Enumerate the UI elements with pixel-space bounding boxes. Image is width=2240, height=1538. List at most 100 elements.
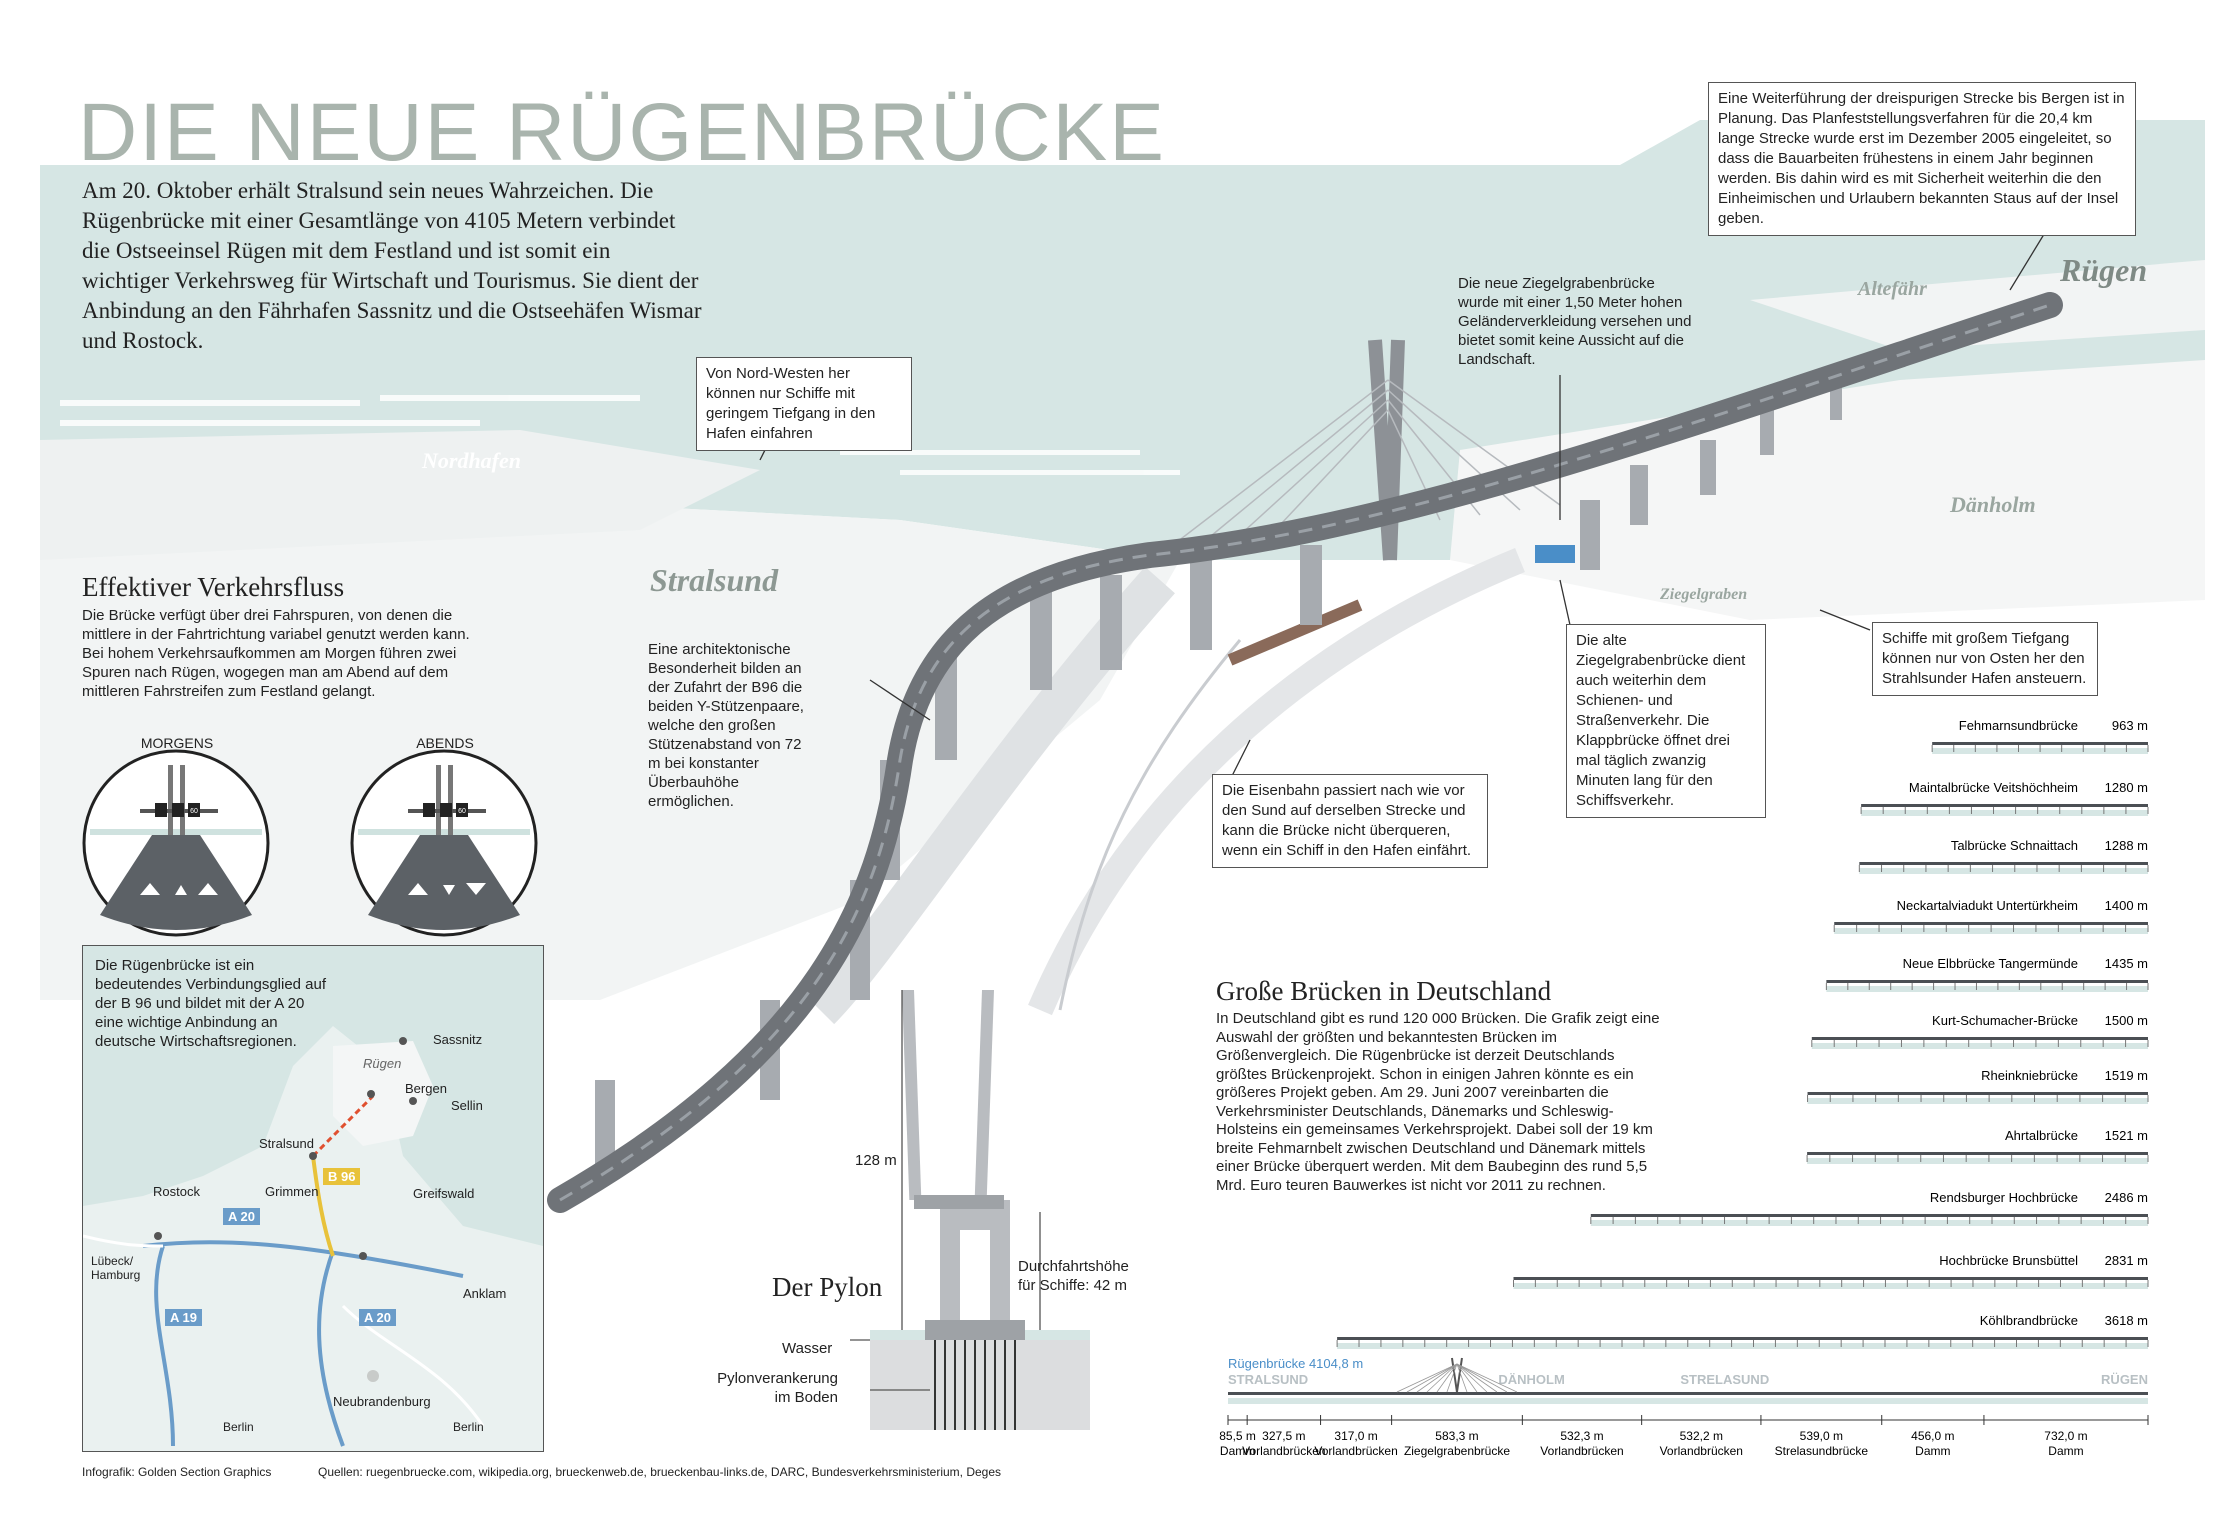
road-b96: [805, 566, 1175, 1025]
callout-ziegelgraben-neu: Die neue Ziegelgrabenbrücke wurde mit ei…: [1458, 275, 1692, 368]
label-abends: ABENDS: [416, 735, 474, 751]
ruegen-segment-name: Damm: [2048, 1444, 2083, 1458]
ruegen-segment-name: Strelasundbrücke: [1775, 1444, 1869, 1458]
bridge-name: Rendsburger Hochbrücke: [1930, 1190, 2078, 1205]
ruegen-segment-name: Ziegelgrabenbrücke: [1404, 1444, 1510, 1458]
map-label-grimmen: Grimmen: [265, 1184, 319, 1199]
bridge-length: 1435 m: [2105, 956, 2148, 971]
harbor-piers: [60, 395, 1180, 475]
shield-a19: A 19: [165, 1309, 202, 1326]
map-label-luebeck: Lübeck/: [91, 1254, 134, 1268]
bridge-length: 2831 m: [2105, 1253, 2148, 1268]
pylon-wasser: Wasser: [782, 1340, 833, 1357]
credit-infografik: Infografik: Golden Section Graphics: [82, 1465, 272, 1479]
ruegen-cable: [1456, 1363, 1498, 1393]
ruegen-segment-length: 539,0 m: [1800, 1429, 1843, 1443]
map-label-berlin-east: Berlin: [453, 1420, 484, 1434]
ruegen-segment-length: 85,5 m: [1219, 1429, 1256, 1443]
bridge-bar: [1807, 1092, 2148, 1095]
ruegen-segment-name: Vorlandbrücken: [1242, 1444, 1325, 1458]
bridge-water: [1811, 1043, 2148, 1049]
bridge-name: Kurt-Schumacher-Brücke: [1932, 1013, 2078, 1028]
bridge-water: [1807, 1098, 2148, 1104]
daenholm-land: [1450, 360, 2205, 620]
map-graphic: [83, 946, 543, 1447]
bridge-name: Fehmarnsundbrücke: [1959, 718, 2078, 733]
ruegen-cable: [1446, 1363, 1458, 1393]
bridge-bar: [1337, 1337, 2148, 1340]
bridge-water: [1337, 1343, 2148, 1349]
bridge-name: Ahrtalbrücke: [2005, 1128, 2078, 1143]
vergleich-heading: Große Brücken in Deutschland: [1216, 976, 1552, 1006]
callout-schiffe: Schiffe mit großem Tiefgang können nur v…: [1872, 622, 2098, 696]
ruegen-cable: [1426, 1363, 1458, 1393]
bridge-name: Hochbrücke Brunsbüttel: [1939, 1253, 2078, 1268]
place-nordhafen: Nordhafen: [422, 448, 522, 473]
bridge-length: 1500 m: [2105, 1013, 2148, 1028]
ruegen-segment-name: Vorlandbrücken: [1540, 1444, 1623, 1458]
map-label-sassnitz: Sassnitz: [433, 1032, 483, 1047]
callout-alte-bruecke: Die alte Ziegelgrabenbrücke dient auch w…: [1566, 624, 1766, 818]
ruegen-cable: [1436, 1363, 1458, 1393]
bridge-bar: [1811, 1037, 2148, 1040]
pylon-anker-1: Pylonverankerung: [717, 1370, 838, 1387]
bridge-water: [1590, 1220, 2148, 1226]
bridge-bar: [1932, 742, 2148, 745]
page-title: DIE NEUE RÜGENBRÜCKE: [78, 87, 1166, 178]
bridge-water: [1861, 810, 2148, 816]
label-morgens: MORGENS: [140, 735, 214, 751]
ruegen-pylon: [1450, 1357, 1458, 1393]
ruegen-segment-length: 532,2 m: [1680, 1429, 1723, 1443]
place-stralsund: Stralsund: [650, 562, 779, 598]
bridge-bar: [1859, 862, 2148, 865]
ruegen-place: STRALSUND: [1228, 1372, 1308, 1387]
intro-text: Am 20. Oktober erhält Stralsund sein neu…: [82, 178, 702, 353]
ruegen-place: DÄNHOLM: [1498, 1372, 1564, 1387]
speed-sign: 60: [190, 808, 198, 815]
shield-a20-south: A 20: [359, 1309, 396, 1326]
verkehr-heading: Effektiver Verkehrsfluss: [82, 572, 345, 602]
ruegen-cable: [1396, 1363, 1458, 1393]
map-label-ruegen: Rügen: [363, 1056, 402, 1071]
overview-map: Die Rügenbrücke ist ein bedeutendes Verb…: [82, 945, 544, 1452]
ruegen-cable: [1456, 1363, 1468, 1393]
abends-diagram: 60: [350, 749, 538, 937]
bridge-length: 1280 m: [2105, 780, 2148, 795]
place-altefaehr: Altefähr: [1858, 278, 1927, 300]
ruegen-cable: [1456, 1363, 1478, 1393]
map-label-stralsund: Stralsund: [259, 1136, 314, 1151]
pylon-durchfahrt-2: für Schiffe: 42 m: [1018, 1277, 1127, 1294]
bridge-water: [1859, 868, 2148, 874]
callout-architektur: Eine architektonische Besonderheit bilde…: [648, 641, 804, 810]
ruegen-cable: [1406, 1363, 1458, 1393]
railway: [1058, 639, 1242, 1011]
ruegen-segment-length: 317,0 m: [1334, 1429, 1377, 1443]
ruegen-label: Rügenbrücke 4104,8 m: [1228, 1356, 1363, 1371]
vergleich-text: In Deutschland gibt es rund 120 000 Brüc…: [1216, 1010, 1660, 1194]
bridge-length: 1521 m: [2105, 1128, 2148, 1143]
ruegen-segment-name: Vorlandbrücken: [1660, 1444, 1743, 1458]
ruegen-segment-name: Vorlandbrücken: [1314, 1444, 1397, 1458]
ruegen-segment-length: 327,5 m: [1262, 1429, 1305, 1443]
ruegen-land: [1750, 260, 2205, 350]
ruegen-cable: [1456, 1363, 1518, 1393]
bridge-bar: [1807, 1152, 2148, 1155]
lane-diagrams: 60 60: [82, 749, 538, 937]
map-label-bergen: Bergen: [405, 1081, 447, 1096]
bridge-bar: [1861, 804, 2148, 807]
bridge-name: Neue Elbbrücke Tangermünde: [1903, 956, 2078, 971]
bridge-water: [1807, 1158, 2148, 1164]
bridge-length: 963 m: [2112, 718, 2148, 733]
shield-a20-north: A 20: [223, 1208, 260, 1225]
ruegen-segment-length: 583,3 m: [1435, 1429, 1478, 1443]
bridge-bar: [1834, 922, 2148, 925]
bridge-length: 1400 m: [2105, 898, 2148, 913]
pylon-durchfahrt-1: Durchfahrtshöhe: [1018, 1258, 1129, 1275]
bridge-bar: [1513, 1277, 2148, 1280]
ruegen-segment-name: Damm: [1915, 1444, 1950, 1458]
ruegen-segment-length: 532,3 m: [1560, 1429, 1603, 1443]
bridge-length: 1288 m: [2105, 838, 2148, 853]
map-label-rostock: Rostock: [153, 1184, 200, 1199]
